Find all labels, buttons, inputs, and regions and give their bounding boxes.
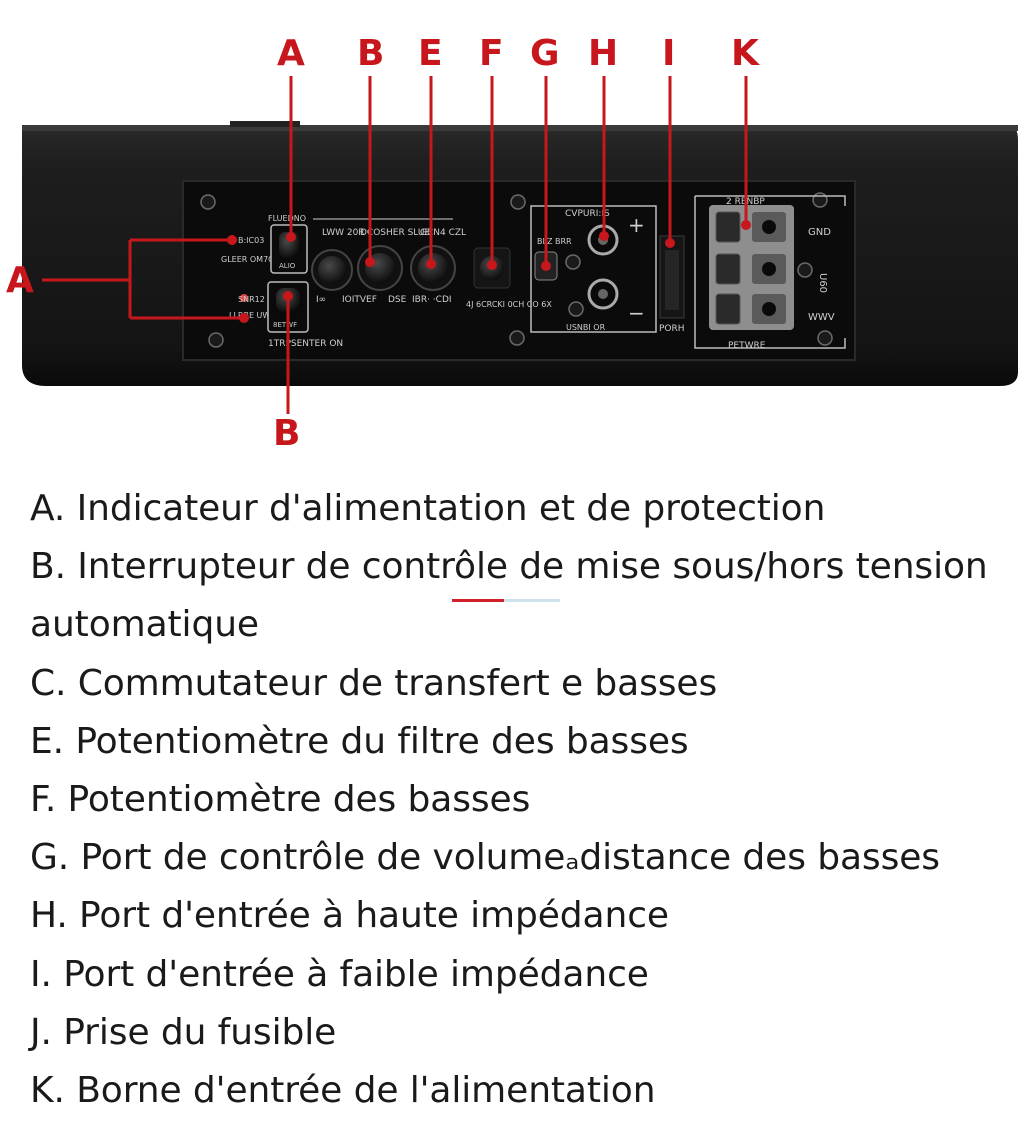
port-slot (665, 250, 679, 310)
power-terminal-block: 2 RENBP PETWRE GND U60 WWV (694, 195, 846, 351)
screw-icon (817, 330, 833, 346)
housing-highlight (22, 125, 1018, 131)
panel-screws (200, 192, 833, 348)
callout-letter-b-bottom: B (273, 413, 301, 454)
led-a-label: B:IC03 (238, 236, 264, 245)
callout-letter-a-left: A (6, 260, 34, 301)
legend-item: I. Port d'entrée à faible impédance (30, 953, 649, 995)
screw-icon (565, 254, 581, 270)
led-b-label: SNR12 (238, 295, 265, 304)
switch-b-sublabel: 8ETWF (273, 321, 297, 329)
callout-dot (426, 259, 436, 269)
input-section: CVPURI:IS BLZ BRR + − USNBI OR (530, 205, 657, 333)
low-cut-label: LWW 20R (322, 228, 365, 238)
amplifier-diagram: B:IC03 GLEER OM7CR SNR12 LLRBE UWTOG FLU… (0, 0, 1024, 470)
switch-mode-label: 1TRPSENTER ON (268, 339, 343, 349)
callout-dot (665, 238, 675, 248)
callout-letter-k: K (731, 33, 759, 74)
terminal-screw-left-3 (715, 293, 741, 325)
legend-item: E. Potentiomètre du filtre des basses (30, 720, 689, 762)
led-a-sublabel: GLEER OM7CR (221, 255, 280, 264)
terminal-screw-left-1 (715, 211, 741, 243)
legend-item: G. Port de contrôle de volumeₐdistance d… (30, 837, 940, 879)
remote-port-label: BLZ BRR (537, 237, 572, 246)
terminal-screw-icon (762, 302, 776, 316)
legend-item: H. Port d'entrée à haute impédance (30, 895, 669, 937)
screw-icon (510, 194, 526, 210)
callout-dot (227, 235, 237, 245)
power-label: WWV (808, 312, 835, 323)
legend-item: B. Interrupteur de contrôle de mise sous… (30, 546, 988, 646)
protect-led-icon (240, 294, 248, 302)
rem-label: U60 (817, 273, 828, 293)
low-cut-scale: I∞ (316, 295, 326, 305)
legend-item: C. Commutateur de transfert e basses (30, 662, 718, 704)
callout-letter-f: F (479, 33, 504, 74)
callout-dot (365, 257, 375, 267)
gain-label: GCN4 CZL (420, 228, 466, 238)
callout-letter-i: I (662, 33, 676, 74)
switch-a-sublabel: ALIO (279, 262, 296, 270)
amplifier-illustration: B:IC03 GLEER OM7CR SNR12 LLRBE UWTOG FLU… (22, 76, 1018, 414)
terminal-screw-icon (762, 220, 776, 234)
callout-letter-e: E (418, 33, 443, 74)
housing-tab (230, 121, 300, 127)
screw-icon (797, 262, 813, 278)
callout-letter-g: G (530, 33, 560, 74)
plus-sign: + (628, 213, 645, 237)
callout-dot (286, 232, 296, 242)
callout-dot (541, 261, 551, 271)
legend-item: F. Potentiomètre des basses (30, 779, 531, 821)
underline-mark (452, 599, 560, 602)
terminal-screw-left-2 (715, 253, 741, 285)
bass-boost-scale: IOITVEF (342, 295, 377, 305)
screw-icon (812, 192, 828, 208)
gain-scale-b: IBR· ·CDI (412, 295, 452, 305)
switch-a-label: FLUEDNO (268, 214, 306, 223)
legend-list: A. Indicateur d'alimentation et de prote… (30, 480, 1020, 1120)
gnd-label: GND (808, 227, 831, 238)
screw-icon (200, 194, 216, 210)
callout-dots (227, 220, 751, 323)
low-cut-knob[interactable] (318, 256, 346, 284)
callout-letter-a: A (277, 33, 305, 74)
terminal-bottom-label: PETWRE (728, 341, 766, 351)
callout-letter-h: H (588, 33, 619, 74)
callout-dot (283, 291, 293, 301)
gain-scale-a: DSE (388, 295, 407, 305)
low-level-port: PORH (659, 235, 685, 334)
minus-sign: − (628, 301, 645, 325)
input-section-frame (530, 205, 657, 333)
inputs-bottom-label: USNBI OR (566, 323, 606, 332)
led-b-sublabel: LLRBE UWTOG (229, 311, 288, 320)
callout-dot (599, 231, 609, 241)
callout-lines (42, 76, 748, 414)
bass-level-label: 4J 6CRCKI 0CH CO 6X (466, 300, 552, 309)
callout-dot (487, 260, 497, 270)
rca-pin-icon (598, 289, 608, 299)
terminal-screw-icon (762, 262, 776, 276)
low-level-port-label: PORH (659, 324, 685, 334)
screw-icon (568, 301, 584, 317)
bass-boost-label: DCOSHER SLUE (360, 228, 430, 238)
legend-item: A. Indicateur d'alimentation et de prote… (30, 488, 826, 529)
screw-icon (208, 332, 224, 348)
legend-item: J. Prise du fusible (30, 1011, 337, 1053)
legend-item: K. Borne d'entrée de l'alimentation (30, 1070, 656, 1112)
callout-letter-b: B (357, 33, 385, 74)
callout-dot (741, 220, 751, 230)
callout-dot (239, 313, 249, 323)
screw-icon (509, 330, 525, 346)
outputs-label: CVPURI:IS (565, 209, 610, 219)
